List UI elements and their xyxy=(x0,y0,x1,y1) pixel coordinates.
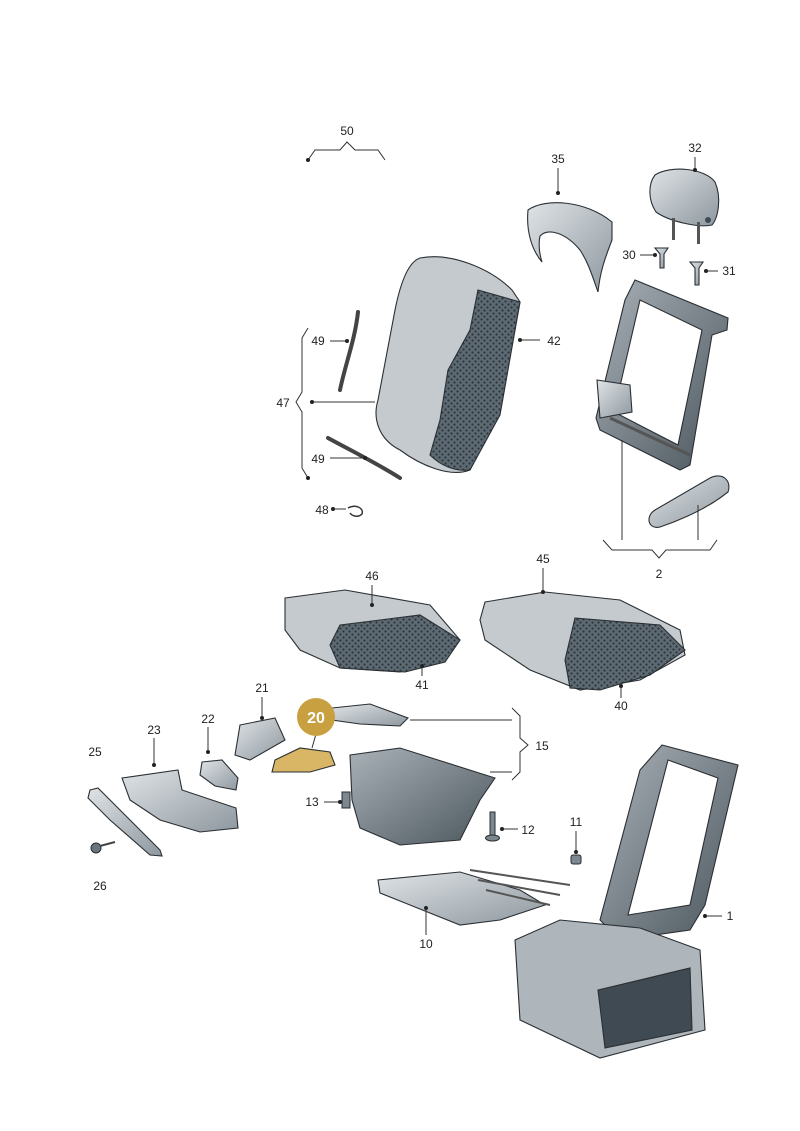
callout-15: 15 xyxy=(410,707,549,781)
svg-text:49: 49 xyxy=(311,334,325,348)
part-42-backrest-cushion xyxy=(375,256,521,473)
part-45-seat-cushion xyxy=(479,591,686,691)
part-15-seat-adjuster xyxy=(331,703,496,846)
svg-text:45: 45 xyxy=(536,552,550,566)
part-49-wire-upper xyxy=(338,310,360,392)
svg-text:10: 10 xyxy=(419,937,433,951)
svg-text:1: 1 xyxy=(727,909,734,923)
svg-text:15: 15 xyxy=(535,739,549,753)
part-13-bolt xyxy=(341,791,351,809)
callout-49-lower: 49 xyxy=(311,452,367,466)
svg-text:49: 49 xyxy=(311,452,325,466)
part-2-recline-lever xyxy=(648,475,730,528)
callout-46: 46 xyxy=(365,569,379,607)
svg-text:13: 13 xyxy=(305,795,319,809)
part-26-screw xyxy=(90,841,116,854)
callout-48: 48 xyxy=(315,503,346,517)
callout-41: 41 xyxy=(415,664,429,692)
callout-23: 23 xyxy=(147,723,161,767)
callout-25: 25 xyxy=(88,745,102,759)
svg-text:48: 48 xyxy=(315,503,329,517)
svg-text:2: 2 xyxy=(656,567,663,581)
part-21-bracket xyxy=(234,717,286,761)
svg-text:21: 21 xyxy=(255,681,269,695)
callout-11: 11 xyxy=(570,815,583,854)
part-1-seat-base xyxy=(514,744,739,1059)
callout-21: 21 xyxy=(255,681,269,720)
callout-2: 2 xyxy=(602,440,718,581)
part-48-clip xyxy=(347,505,364,517)
svg-text:47: 47 xyxy=(276,396,290,410)
callout-50: 50 xyxy=(306,124,386,162)
callout-31: 31 xyxy=(704,264,736,278)
part-2-backrest-frame xyxy=(595,279,729,471)
highlight-label: 20 xyxy=(307,710,325,727)
part-22-cover xyxy=(199,759,239,791)
callout-30: 30 xyxy=(622,248,657,262)
callout-49-upper: 49 xyxy=(311,334,349,348)
callout-47: 47 xyxy=(276,327,375,480)
callout-10: 10 xyxy=(419,906,433,951)
svg-text:40: 40 xyxy=(614,699,628,713)
callout-42: 42 xyxy=(518,334,561,348)
part-25-lower-trim xyxy=(87,787,163,857)
part-20-highlighted xyxy=(271,747,336,773)
part-10-spring-mat xyxy=(377,869,571,926)
part-11-nut xyxy=(570,854,582,865)
svg-text:35: 35 xyxy=(551,152,565,166)
highlight-callout-20[interactable]: 20 xyxy=(297,698,335,749)
callout-12: 12 xyxy=(500,823,535,837)
callout-35: 35 xyxy=(551,152,565,195)
callout-40: 40 xyxy=(614,684,628,713)
svg-text:23: 23 xyxy=(147,723,161,737)
svg-text:50: 50 xyxy=(340,124,354,138)
svg-text:12: 12 xyxy=(521,823,535,837)
svg-text:30: 30 xyxy=(622,248,636,262)
part-46-seat-cushion xyxy=(284,589,461,673)
svg-text:31: 31 xyxy=(722,264,736,278)
part-31-guide xyxy=(688,261,705,286)
svg-text:41: 41 xyxy=(415,678,429,692)
svg-text:46: 46 xyxy=(365,569,379,583)
callout-1: 1 xyxy=(703,909,734,923)
callout-45: 45 xyxy=(536,552,550,594)
callout-32: 32 xyxy=(688,141,702,172)
svg-text:32: 32 xyxy=(688,141,702,155)
part-30-guide xyxy=(653,247,670,269)
callout-13: 13 xyxy=(305,795,342,809)
svg-text:42: 42 xyxy=(547,334,561,348)
callout-22: 22 xyxy=(201,712,215,754)
svg-text:11: 11 xyxy=(570,815,583,829)
part-32-headrest xyxy=(649,168,720,244)
svg-text:25: 25 xyxy=(88,745,102,759)
part-35-headrest-trim xyxy=(527,202,613,293)
callout-26: 26 xyxy=(93,879,107,893)
part-23-side-trim xyxy=(121,769,239,833)
svg-text:26: 26 xyxy=(93,879,107,893)
part-12-bolt xyxy=(485,811,500,842)
svg-text:22: 22 xyxy=(201,712,215,726)
